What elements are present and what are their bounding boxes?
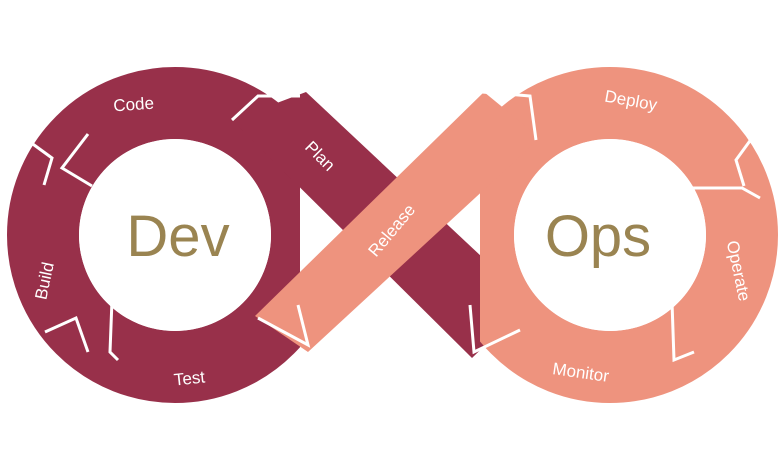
stage-label-code: Code	[113, 94, 155, 116]
ops-loop	[480, 67, 778, 403]
dev-center	[79, 139, 271, 331]
dev-loop	[7, 67, 300, 403]
release-band	[255, 92, 540, 352]
stage-label-test: Test	[173, 367, 206, 389]
ops-center	[514, 139, 706, 331]
ops-center-label: Ops	[545, 204, 651, 269]
dev-center-label: Dev	[126, 204, 229, 269]
segment-separators	[29, 90, 761, 363]
